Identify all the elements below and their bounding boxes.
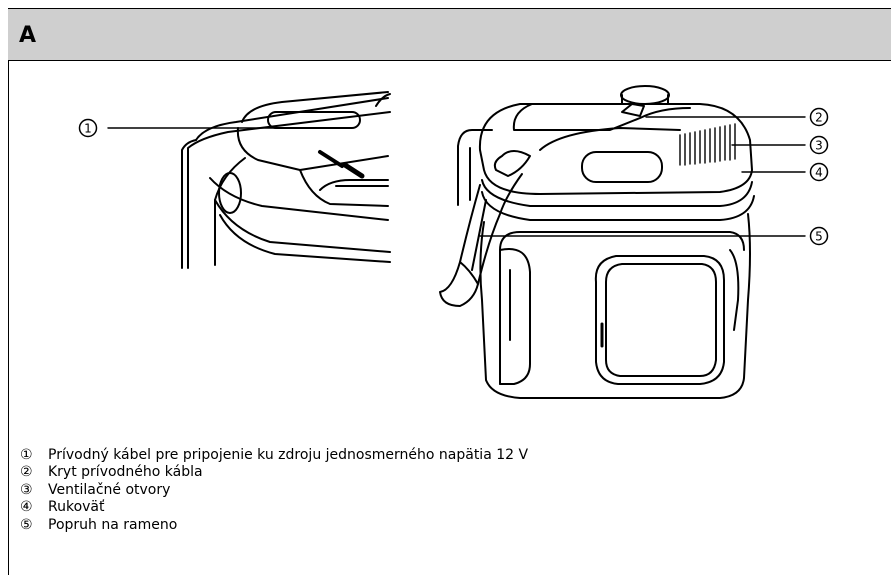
- legend-num: ③: [20, 481, 33, 498]
- legend-item: ④ Rukoväť: [20, 499, 528, 516]
- callout-number-1: 1: [84, 122, 92, 136]
- callout-number-4: 4: [815, 166, 823, 180]
- legend-item: ① Prívodný kábel pre pripojenie ku zdroj…: [20, 447, 528, 464]
- callout-number-3: 3: [815, 139, 823, 153]
- section-label: A: [19, 23, 37, 48]
- detail-view-cable: [181, 91, 391, 269]
- legend-text: Rukoväť: [48, 499, 105, 516]
- figure-frame: [8, 8, 891, 575]
- callout-number-2: 2: [815, 111, 823, 125]
- legend-text: Prívodný kábel pre pripojenie ku zdroju …: [48, 447, 529, 463]
- legend-text: Kryt prívodného kábla: [48, 464, 203, 481]
- legend-item: ⑤ Popruh na rameno: [20, 517, 528, 534]
- legend-num: ①: [20, 447, 33, 463]
- callout-number-5: 5: [815, 230, 823, 244]
- callout-5: [809, 226, 829, 246]
- callout-1: [78, 118, 98, 138]
- leader-lines: [107, 116, 806, 237]
- callout-2: [809, 107, 829, 127]
- callout-4: [809, 162, 829, 182]
- cooler-main-view: [439, 85, 755, 399]
- legend-text: Ventilačné otvory: [48, 481, 171, 498]
- legend-num: ②: [20, 464, 33, 481]
- legend: ① Prívodný kábel pre pripojenie ku zdroj…: [20, 447, 528, 534]
- legend-item: ③ Ventilačné otvory: [20, 482, 528, 499]
- legend-num: ⑤: [20, 516, 33, 533]
- figure-header: A: [8, 9, 891, 61]
- legend-num: ④: [20, 499, 33, 516]
- legend-item: ② Kryt prívodného kábla: [20, 464, 528, 481]
- callout-3: [809, 135, 829, 155]
- legend-text: Popruh na rameno: [48, 516, 178, 533]
